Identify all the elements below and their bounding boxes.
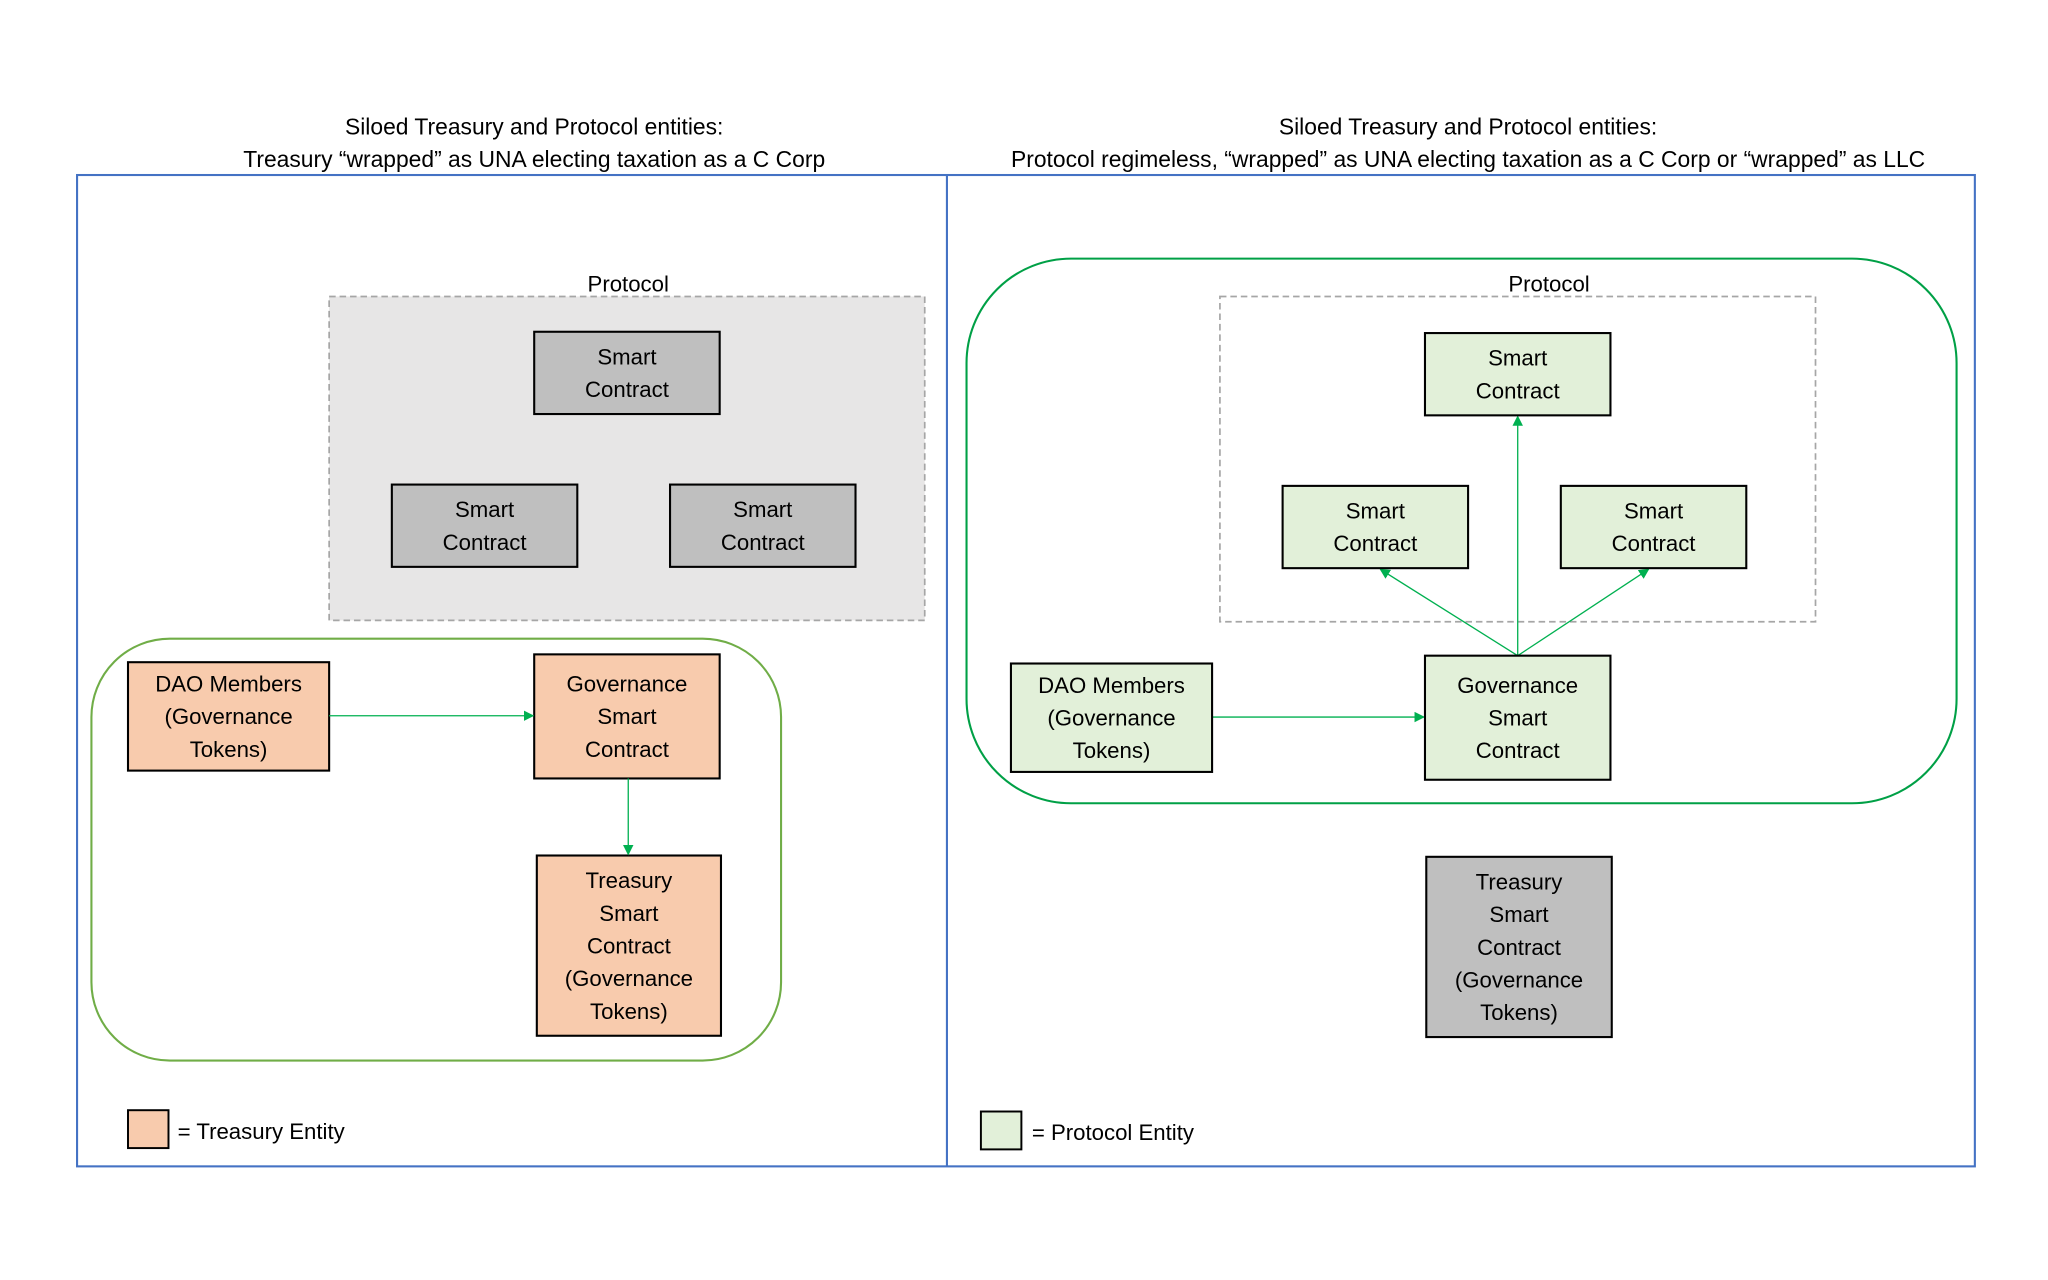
legend-protocol-label: = Protocol Entity <box>1032 1120 1195 1145</box>
right-smart-contract-left-shape <box>1281 484 1470 570</box>
right-title-line-2: Protocol regimeless, “wrapped” as UNA el… <box>1011 146 1925 172</box>
right-dao-members-text-line: (Governance <box>1047 706 1175 731</box>
right-treasury-contract-text-line: (Governance <box>1455 967 1583 992</box>
left-treasury-contract-shape <box>535 854 723 1037</box>
left-treasury-contract-text-line: Smart <box>599 901 658 926</box>
left-dao-members-text-line: Tokens) <box>190 737 268 762</box>
right-smart-contract-left-text-line: Smart <box>1346 499 1405 524</box>
right-governance-contract-text-line: Smart <box>1488 706 1547 731</box>
left-smart-contract-left-text-line: Smart <box>455 497 514 522</box>
left-treasury-contract-text-line: Tokens) <box>590 999 668 1024</box>
right-protocol-wrapper <box>965 257 1958 805</box>
left-governance-contract-text-line: Governance <box>567 672 688 697</box>
left-smart-contract-top-text-line: Contract <box>585 377 669 402</box>
legend-treasury-swatch <box>127 1109 170 1150</box>
left-smart-contract-right-text-line: Smart <box>733 497 792 522</box>
right-smart-contract-top-text-line: Contract <box>1476 378 1560 403</box>
left-smart-contract-top-text-line: Smart <box>597 344 656 369</box>
left-treasury-contract-text-line: Treasury <box>586 868 674 893</box>
left-governance-contract-text-line: Contract <box>585 737 669 762</box>
right-governance-contract-text-line: Contract <box>1476 738 1560 763</box>
left-smart-contract-right-text-line: Contract <box>721 530 805 555</box>
right-treasury-contract-text-line: Treasury <box>1476 869 1564 894</box>
left-governance-contract-text-line: Smart <box>597 704 656 729</box>
right-smart-contract-right-text-line: Smart <box>1624 499 1683 524</box>
right-smart-contract-top-text-line: Smart <box>1488 346 1547 371</box>
outer-frame <box>76 173 1976 1168</box>
left-dao-members-text-line: (Governance <box>164 704 292 729</box>
right-title-line-1: Siloed Treasury and Protocol entities: <box>1279 114 1657 140</box>
right-dao-members-text-line: Tokens) <box>1073 738 1151 763</box>
left-title-line-1: Siloed Treasury and Protocol entities: <box>345 114 723 140</box>
left-smart-contract-left-shape <box>390 483 579 568</box>
left-smart-contract-top-shape <box>533 330 721 416</box>
left-treasury-contract-text-line: Contract <box>587 933 671 958</box>
right-smart-contract-top-shape <box>1423 332 1612 417</box>
right-treasury-contract-shape <box>1425 855 1613 1039</box>
right-treasury-contract-text-line: Tokens) <box>1480 1000 1558 1025</box>
left-treasury-wrapper <box>90 637 783 1062</box>
arrow-governance-to-left-contract <box>1379 568 1519 657</box>
right-smart-contract-left-text-line: Contract <box>1333 531 1417 556</box>
left-governance-contract-shape <box>533 653 721 780</box>
legend-treasury-label: = Treasury Entity <box>178 1119 346 1144</box>
left-treasury-contract-text-line: (Governance <box>565 966 693 991</box>
arrow-governance-to-right-contract <box>1517 568 1650 657</box>
right-dao-members-shape <box>1009 662 1214 773</box>
right-dao-members-text-line: DAO Members <box>1038 673 1185 698</box>
left-title-line-2: Treasury “wrapped” as UNA electing taxat… <box>243 146 825 172</box>
right-treasury-contract-text-line: Smart <box>1489 902 1548 927</box>
right-protocol-label: Protocol <box>1508 271 1589 296</box>
right-smart-contract-right-text-line: Contract <box>1612 531 1696 556</box>
right-smart-contract-right-shape <box>1559 484 1748 570</box>
left-smart-contract-right-shape <box>668 483 857 568</box>
right-treasury-contract-text-line: Contract <box>1477 935 1561 960</box>
left-smart-contract-left-text-line: Contract <box>443 530 527 555</box>
right-governance-contract-text-line: Governance <box>1457 673 1578 698</box>
left-protocol-label: Protocol <box>588 271 669 296</box>
left-dao-members-text-line: DAO Members <box>155 672 302 697</box>
legend-protocol-swatch <box>979 1110 1023 1151</box>
right-governance-contract-shape <box>1423 654 1612 781</box>
